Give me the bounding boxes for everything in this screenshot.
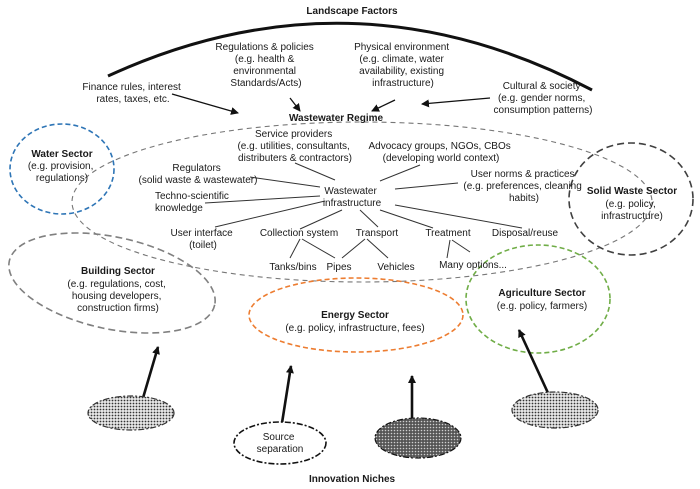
transport-text: Transport xyxy=(356,228,399,239)
landscape-title: Landscape Factors xyxy=(306,6,398,17)
solid-waste-sector-ellipse xyxy=(568,142,694,256)
tanks-bins-text: Tanks/bins xyxy=(269,262,316,273)
user-norms-text: User norms & practices (e.g. preferences… xyxy=(463,169,584,204)
energy-sector-title: Energy Sector xyxy=(321,310,389,321)
innovation-niches-title: Innovation Niches xyxy=(309,474,396,485)
niche-arrow-building xyxy=(141,346,160,399)
building-sector-text: (e.g. regulations, cost, housing develop… xyxy=(67,279,168,314)
service-providers-text: Service providers (e.g. utilities, consu… xyxy=(237,129,352,164)
regulations-factor-text: Regulations & policies (e.g. health & en… xyxy=(215,42,316,89)
many-options-text: Many options... xyxy=(439,260,507,271)
water-sector-ellipse xyxy=(9,123,115,215)
cultural-factor-text: Cultural & society (e.g. gender norms, c… xyxy=(494,81,593,116)
physical-factor-text: Physical environment (e.g. climate, wate… xyxy=(354,42,452,89)
wastewater-infrastructure-text: Wastewater infrastructure xyxy=(323,186,382,209)
regime-ellipse xyxy=(71,121,653,283)
disposal-reuse-text: Disposal/reuse xyxy=(492,228,559,239)
regulations-arrow xyxy=(289,97,301,112)
regime-title: Wastewater Regime xyxy=(289,113,384,124)
source-separation-text: Source separation xyxy=(257,432,304,455)
building-sector-title: Building Sector xyxy=(81,266,155,277)
energy-sector-ellipse xyxy=(248,277,464,353)
vehicles-text: Vehicles xyxy=(377,262,414,273)
energy-sector-text: (e.g. policy, infrastructure, fees) xyxy=(285,323,424,334)
user-interface-text: User interface (toilet) xyxy=(170,228,235,251)
building-sector-ellipse xyxy=(8,232,216,334)
niche-center xyxy=(374,417,462,459)
niche-agriculture xyxy=(511,391,599,429)
finance-factor-text: Finance rules, interest rates, taxes, et… xyxy=(82,82,183,105)
landscape-arc xyxy=(107,21,593,92)
regulators-text: Regulators (solid waste & wastewater) xyxy=(139,163,258,186)
advocacy-groups-text: Advocacy groups, NGOs, CBOs (developing … xyxy=(368,141,513,164)
finance-arrow xyxy=(171,93,239,115)
agriculture-sector-ellipse xyxy=(465,244,611,354)
solid-waste-sector-text: (e.g. policy, infrastructure) xyxy=(601,199,663,222)
water-sector-title: Water Sector xyxy=(31,149,92,160)
niche-source-separation xyxy=(233,421,327,465)
treatment-text: Treatment xyxy=(425,228,470,239)
agriculture-sector-title: Agriculture Sector xyxy=(498,288,585,299)
cultural-arrow xyxy=(421,97,491,108)
pipes-text: Pipes xyxy=(326,262,351,273)
regime-connectors xyxy=(204,162,523,259)
physical-arrow xyxy=(371,99,396,112)
niche-arrow-agriculture xyxy=(517,329,550,394)
techno-scientific-text: Techno-scientific knowledge xyxy=(155,191,232,214)
niche-building xyxy=(87,395,175,431)
water-sector-text: (e.g. provision, regulations) xyxy=(28,161,96,184)
agriculture-sector-text: (e.g. policy, farmers) xyxy=(497,301,587,312)
collection-system-text: Collection system xyxy=(260,228,338,239)
niche-arrow-energy xyxy=(280,365,294,424)
solid-waste-sector-title: Solid Waste Sector xyxy=(587,186,677,197)
